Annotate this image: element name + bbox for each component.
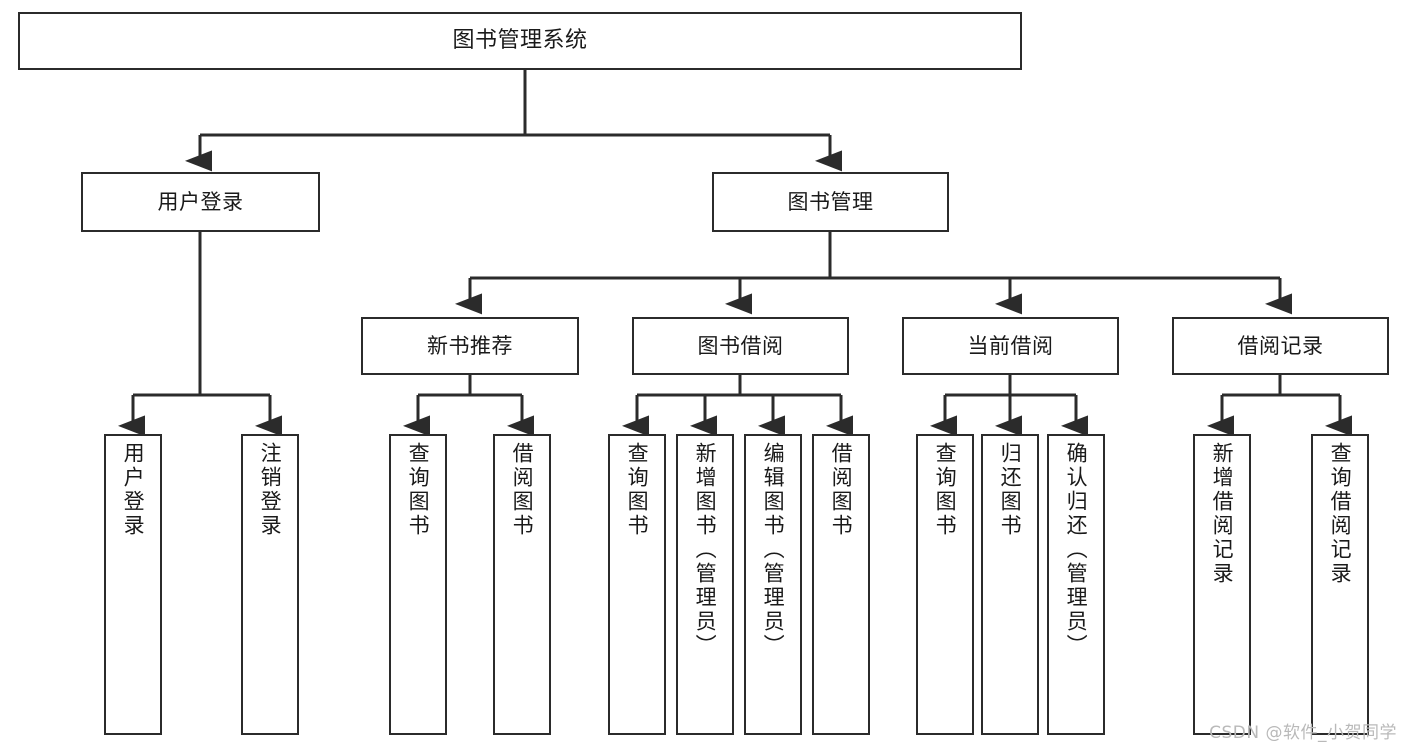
node-label: 借阅图书 bbox=[829, 442, 854, 538]
node-label: 新书推荐 bbox=[427, 333, 513, 358]
node-leaf-logout[interactable]: 注销登录 bbox=[241, 434, 299, 735]
csdn-watermark: CSDN @软件_小贺同学 bbox=[1209, 723, 1397, 743]
node-leaf-return-book[interactable]: 归还图书 bbox=[981, 434, 1039, 735]
node-label: 借阅记录 bbox=[1237, 333, 1324, 358]
node-leaf-add-book-admin[interactable]: 新增图书（管理员） bbox=[676, 434, 734, 735]
node-label: 归还图书 bbox=[998, 442, 1023, 538]
node-leaf-borrow-book[interactable]: 借阅图书 bbox=[812, 434, 870, 735]
node-label: 图书借阅 bbox=[697, 333, 784, 358]
node-leaf-borrow-book-recommend[interactable]: 借阅图书 bbox=[493, 434, 551, 735]
node-leaf-query-borrow-record[interactable]: 查询借阅记录 bbox=[1311, 434, 1369, 735]
node-leaf-user-login[interactable]: 用户登录 bbox=[104, 434, 162, 735]
node-label: 查询图书 bbox=[933, 442, 958, 538]
node-leaf-query-book-borrow[interactable]: 查询图书 bbox=[608, 434, 666, 735]
node-leaf-edit-book-admin[interactable]: 编辑图书（管理员） bbox=[744, 434, 802, 735]
node-label: 图书管理 bbox=[787, 189, 874, 214]
node-book-borrow[interactable]: 图书借阅 bbox=[632, 317, 849, 375]
node-leaf-add-borrow-record[interactable]: 新增借阅记录 bbox=[1193, 434, 1251, 735]
node-book-management[interactable]: 图书管理 bbox=[712, 172, 949, 232]
node-label: 当前借阅 bbox=[967, 333, 1054, 358]
node-label: 用户登录 bbox=[121, 442, 146, 538]
node-label: 注销登录 bbox=[258, 442, 283, 538]
node-leaf-confirm-return-admin[interactable]: 确认归还（管理员） bbox=[1047, 434, 1105, 735]
node-leaf-query-book-recommend[interactable]: 查询图书 bbox=[389, 434, 447, 735]
node-label: 图书管理系统 bbox=[452, 28, 588, 54]
node-label: 编辑图书（管理员） bbox=[761, 442, 786, 658]
node-label: 查询图书 bbox=[625, 442, 650, 538]
node-current-borrow[interactable]: 当前借阅 bbox=[902, 317, 1119, 375]
node-label: 新增借阅记录 bbox=[1210, 442, 1235, 586]
node-label: 查询图书 bbox=[406, 442, 431, 538]
node-borrow-record[interactable]: 借阅记录 bbox=[1172, 317, 1389, 375]
node-label: 用户登录 bbox=[157, 189, 244, 214]
node-root-library-system[interactable]: 图书管理系统 bbox=[18, 12, 1022, 70]
node-label: 查询借阅记录 bbox=[1328, 442, 1353, 586]
node-leaf-query-book-current[interactable]: 查询图书 bbox=[916, 434, 974, 735]
node-label: 借阅图书 bbox=[510, 442, 535, 538]
node-label: 新增图书（管理员） bbox=[693, 442, 718, 658]
node-user-login[interactable]: 用户登录 bbox=[81, 172, 320, 232]
node-label: 确认归还（管理员） bbox=[1064, 442, 1089, 658]
node-new-book-recommend[interactable]: 新书推荐 bbox=[361, 317, 579, 375]
